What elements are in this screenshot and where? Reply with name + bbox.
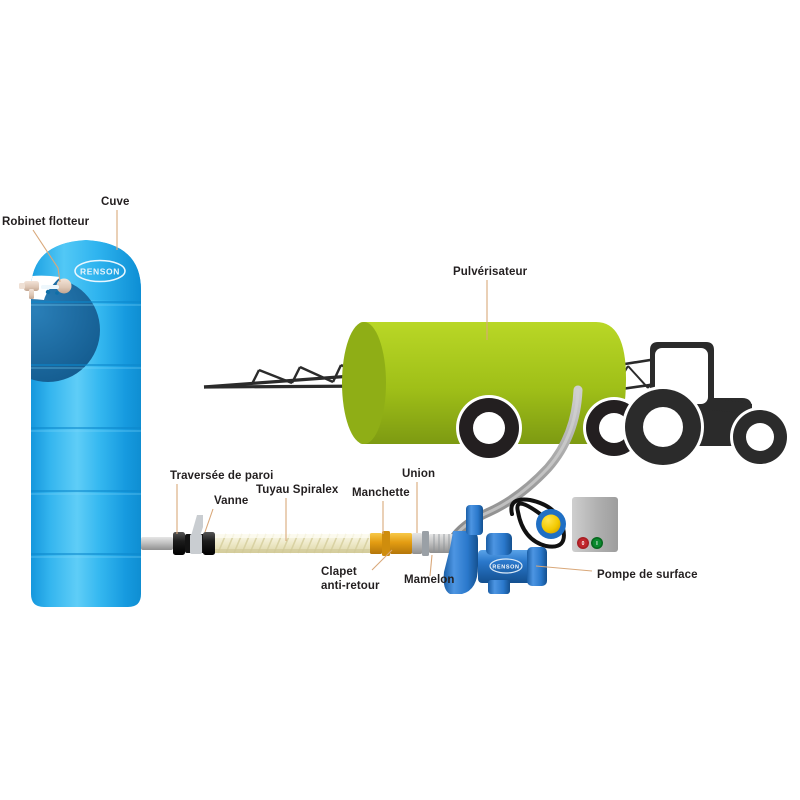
label-cuve: Cuve [101, 196, 130, 208]
tank-brand-badge: RENSON [74, 259, 126, 283]
leader-robinet-flotteur [32, 229, 61, 283]
label-clapet-line1: Clapet [321, 566, 357, 578]
leader-vanne [204, 508, 214, 533]
float-ball [56, 278, 72, 294]
float-switch [509, 497, 566, 549]
label-manchette: Manchette [352, 487, 410, 499]
label-vanne: Vanne [214, 495, 248, 507]
tank-brand-text: RENSON [80, 267, 120, 277]
leader-pompe-surface [535, 565, 593, 572]
leader-lines [32, 210, 593, 577]
float-switch-core [541, 514, 561, 534]
stop-button[interactable]: 0 [577, 537, 589, 549]
union-fitting [412, 531, 429, 556]
leader-mamelon [429, 554, 433, 577]
pump-brand-text: RENSON [492, 565, 519, 571]
tank-rib-highlights [31, 304, 141, 558]
control-box[interactable]: 0 I [572, 497, 618, 552]
tractor [622, 342, 790, 468]
pump-inlet-riser [466, 505, 483, 535]
diagram-labels: Robinet flotteur Cuve Pulvérisateur Trav… [2, 196, 698, 592]
sprayer-tank-end [342, 322, 386, 444]
float-switch-cable [509, 497, 566, 549]
label-robinet-flotteur: Robinet flotteur [2, 216, 90, 228]
valve-handle [191, 515, 203, 536]
shutoff-valve [173, 515, 215, 555]
sprayer-tank [358, 322, 626, 444]
leader-clapet-anti-retour [371, 549, 393, 571]
label-union: Union [402, 468, 435, 480]
tank-cutaway-edge [31, 275, 60, 302]
surface-pump: RENSON [443, 505, 547, 594]
pump-volute-top [486, 533, 512, 555]
float-valve [19, 278, 72, 299]
stop-button-glyph: 0 [582, 541, 585, 547]
check-valve [370, 531, 412, 556]
pump-foot [488, 580, 510, 594]
pump-brand-badge: RENSON [489, 558, 523, 574]
label-traversee-paroi: Traversée de paroi [170, 470, 273, 482]
tractor-wheels [622, 386, 790, 468]
suction-hose [215, 533, 371, 554]
tank-cutaway [31, 278, 100, 382]
label-tuyau-spiralex: Tuyau Spiralex [256, 484, 339, 496]
tank-ribs [31, 301, 141, 555]
tank-details [31, 240, 141, 558]
tractor-hood [712, 398, 752, 414]
start-button-glyph: I [596, 541, 598, 547]
pump-inlet [443, 531, 478, 594]
label-clapet-line2: anti-retour [321, 580, 380, 592]
label-mamelon: Mamelon [404, 574, 455, 586]
nipple-fitting [429, 534, 453, 553]
wall-penetration [141, 537, 173, 550]
label-pompe-surface: Pompe de surface [597, 569, 698, 581]
storage-tank: RENSON [19, 240, 141, 607]
label-pulverisateur: Pulvérisateur [453, 266, 528, 278]
start-button[interactable]: I [591, 537, 603, 549]
